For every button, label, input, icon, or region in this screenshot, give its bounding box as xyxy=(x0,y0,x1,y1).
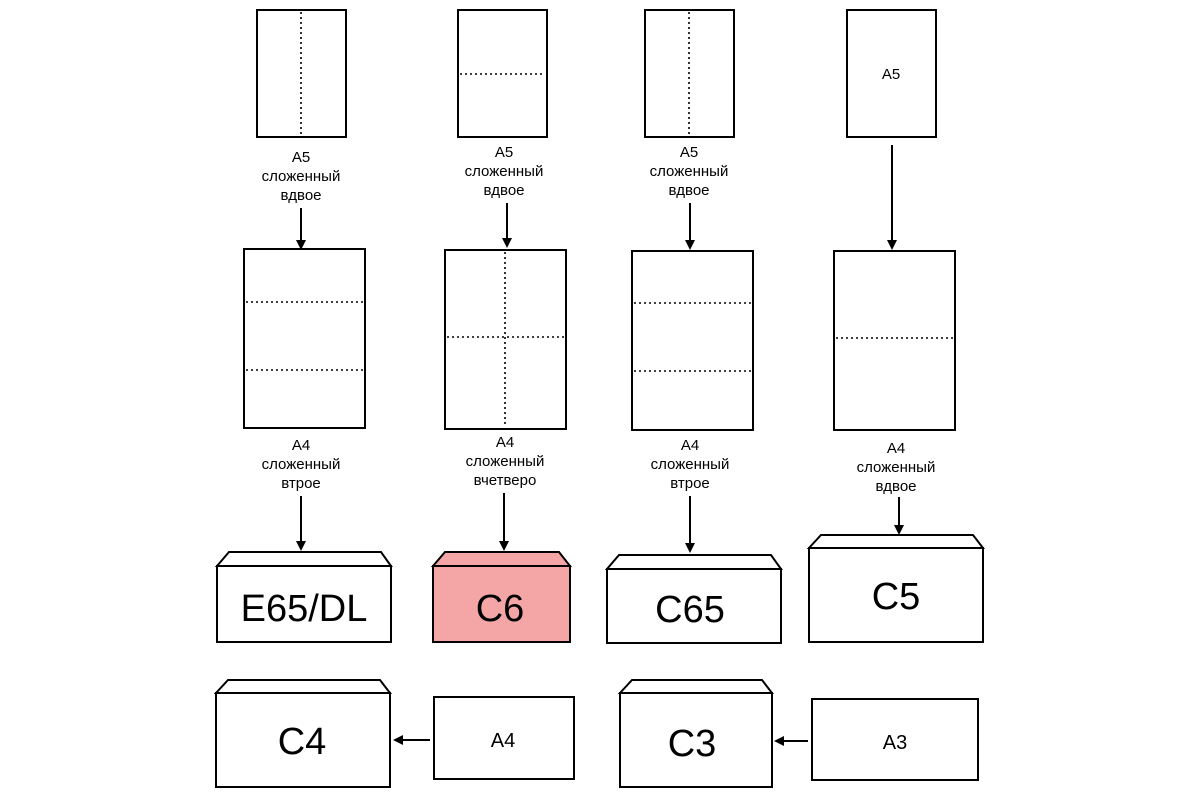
caption-a5-folded: сложенный xyxy=(650,163,729,180)
caption-a4-size: A4 xyxy=(887,440,905,457)
caption-a5-fold-type: вдвое xyxy=(483,182,524,199)
envelope-body xyxy=(808,547,984,643)
sheet-label: A4 xyxy=(491,730,515,752)
envelope-flap xyxy=(806,534,986,549)
a5-sheet xyxy=(457,9,548,138)
caption-a5-size: A5 xyxy=(292,149,310,166)
a5-sheet-label: A5 xyxy=(882,66,900,83)
bottom-pair-c3: C3 A3 xyxy=(617,679,979,788)
caption-a5-folded: сложенный xyxy=(262,168,341,185)
bottom-pair-c4: C4 A4 xyxy=(213,679,575,788)
a4-sheet xyxy=(433,696,575,780)
caption-a5-size: A5 xyxy=(680,144,698,161)
caption-a5-size: A5 xyxy=(495,144,513,161)
envelope-body xyxy=(432,565,571,643)
column-c5: A5 A4 сложенный вдвое C5 xyxy=(806,9,986,643)
column-c65: A5 сложенный вдвое A4 сложенный втрое C6… xyxy=(604,9,783,644)
a4-sheet xyxy=(444,249,567,430)
caption-a5-fold-type: вдвое xyxy=(668,182,709,199)
caption-a4-size: A4 xyxy=(496,434,514,451)
envelope-label: C6 xyxy=(476,588,525,630)
envelope-label: E65/DL xyxy=(241,588,368,630)
a3-sheet xyxy=(811,698,979,781)
caption-a5-folded: сложенный xyxy=(465,163,544,180)
caption-a4-size: A4 xyxy=(681,437,699,454)
caption-a4-folded: сложенный xyxy=(857,459,936,476)
envelope-flap xyxy=(430,551,573,567)
caption-a4-fold-type: втрое xyxy=(670,475,710,492)
a4-sheet xyxy=(631,250,754,431)
envelope-flap xyxy=(213,679,393,694)
caption-a4-folded: сложенный xyxy=(262,456,341,473)
envelope-flap xyxy=(617,679,775,694)
envelope-label: C5 xyxy=(872,576,921,618)
envelope-label: C4 xyxy=(278,721,327,763)
envelope-body xyxy=(216,565,392,643)
column-dl: A5 сложенный вдвое A4 сложенный втрое E6… xyxy=(214,9,393,643)
envelope-flap xyxy=(214,551,393,567)
caption-a4-fold-type: вчетверо xyxy=(474,472,537,489)
sheet-label: A3 xyxy=(883,732,907,754)
caption-a4-size: A4 xyxy=(292,437,310,454)
envelope-body xyxy=(606,568,782,644)
envelope-body xyxy=(619,692,773,788)
caption-a4-fold-type: втрое xyxy=(281,475,321,492)
caption-a4-fold-type: вдвое xyxy=(875,478,916,495)
caption-a4-folded: сложенный xyxy=(466,453,545,470)
envelope-label: C3 xyxy=(668,723,717,765)
a4-sheet xyxy=(243,248,366,429)
envelope-flap xyxy=(604,554,783,570)
caption-a4-folded: сложенный xyxy=(651,456,730,473)
column-c6: A5 сложенный вдвое A4 сложенный вчетверо… xyxy=(430,9,573,643)
a4-sheet xyxy=(833,250,956,431)
a5-sheet xyxy=(846,9,937,138)
envelope-body xyxy=(215,692,391,788)
envelope-label: C65 xyxy=(655,589,725,631)
caption-a5-fold-type: вдвое xyxy=(280,187,321,204)
